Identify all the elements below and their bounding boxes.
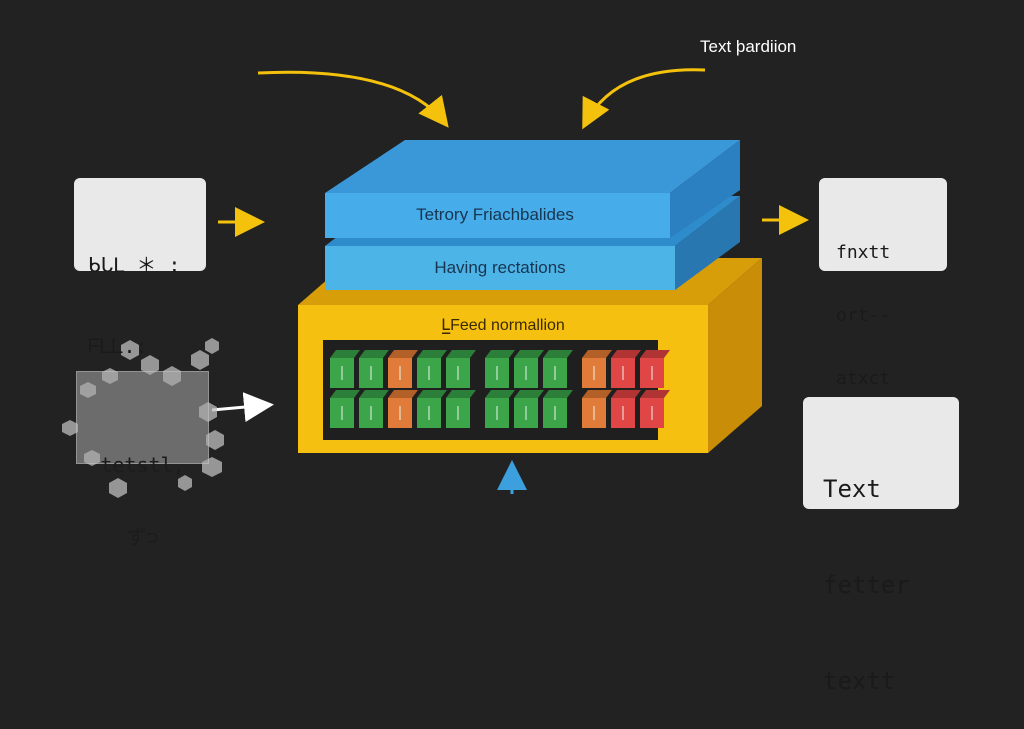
cell-top — [485, 350, 515, 358]
cell-top — [330, 390, 360, 398]
cell-top — [446, 350, 476, 358]
right-note-line: fnxtt — [836, 242, 891, 263]
text-partition-label: Text þardiion — [700, 37, 797, 56]
cell-top — [640, 390, 670, 398]
gray-input-arrow — [211, 392, 274, 423]
left-note-line: ᖴᒪᒪ.: — [88, 334, 148, 358]
cell-top — [611, 390, 641, 398]
cell-top — [359, 390, 389, 398]
diagram-canvas — [62, 68, 809, 498]
cell-top — [485, 390, 515, 398]
cell-top — [330, 350, 360, 358]
right-note-line: ort-- — [836, 305, 891, 326]
cell-top — [514, 390, 544, 398]
cell-top — [582, 350, 612, 358]
cell-top — [514, 350, 544, 358]
cell-top — [640, 350, 670, 358]
gray-input-box: tetstl, ず⊃ — [76, 371, 209, 549]
left-input-note: ᑲᒐᒪ ＊ : ᖴᒪᒪ.: — [74, 178, 206, 358]
cell-top — [417, 390, 447, 398]
right-note-line: atxct — [836, 368, 891, 389]
right-output-note: fnxtt ort-- atxct — [819, 178, 947, 389]
cell-top — [359, 350, 389, 358]
fetter-note-line: Text — [823, 475, 881, 503]
top-right-curved-arrow — [582, 68, 706, 130]
gray-box-line: tetstl, — [100, 453, 185, 477]
top-layer-label: Tetrory Friachbalides — [416, 205, 574, 224]
feed-normalization-label: Ⅼ̲Feed normallion — [441, 317, 565, 334]
middle-layer-label: Having rectations — [434, 258, 566, 277]
fetter-note-line: textt — [823, 667, 896, 695]
cell-top — [417, 350, 447, 358]
cell-top — [611, 350, 641, 358]
top-left-curved-arrow — [257, 70, 449, 128]
cell-top — [543, 390, 573, 398]
cell-top — [388, 350, 418, 358]
cell-top — [446, 390, 476, 398]
cell-top — [582, 390, 612, 398]
gray-box-line: ず⊃ — [126, 525, 159, 549]
cell-top — [543, 350, 573, 358]
text-fetter-note: Text fetter textt — [803, 397, 959, 695]
fetter-note-line: fetter — [823, 571, 910, 599]
cell-grid — [330, 350, 670, 428]
cell-top — [388, 390, 418, 398]
left-note-line: ᑲᒐᒪ ＊ : — [88, 253, 181, 277]
top-layer — [325, 140, 740, 238]
